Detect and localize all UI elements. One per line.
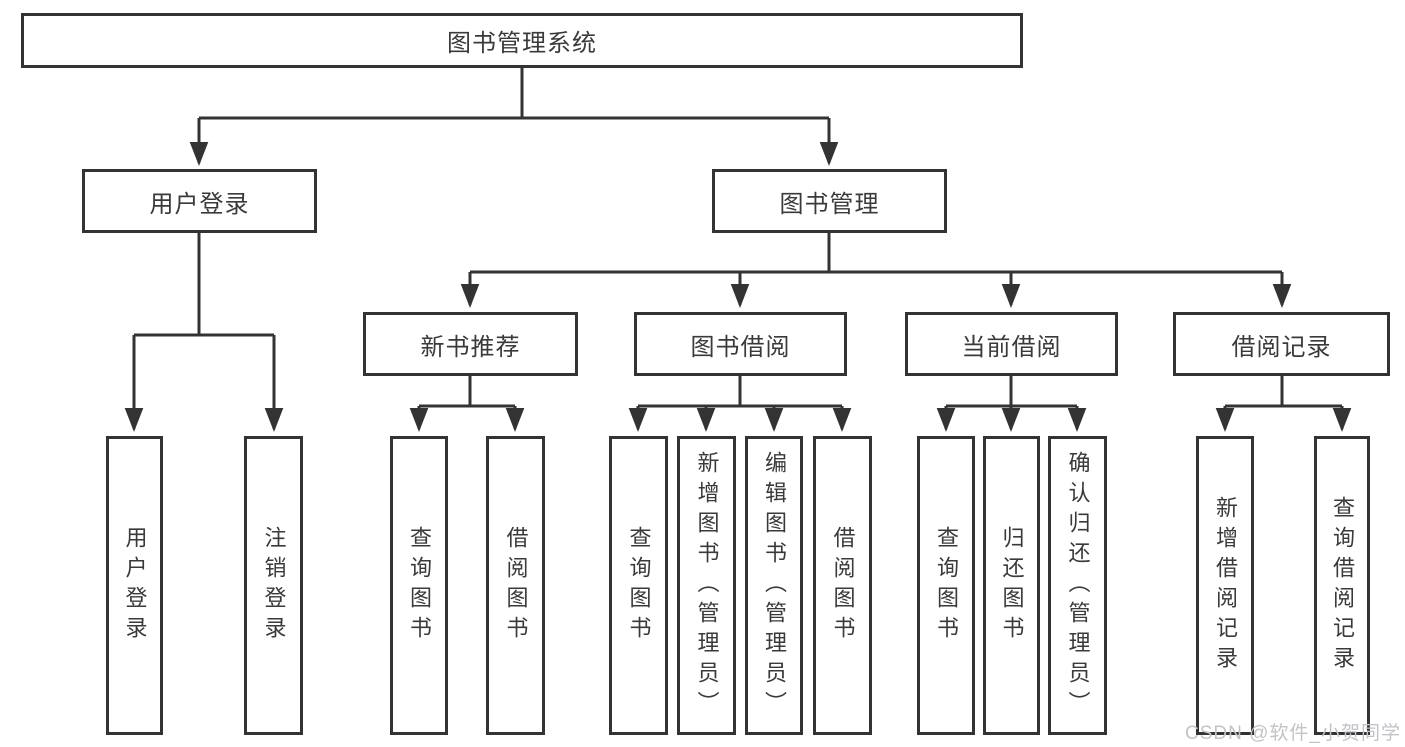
node-new-book-recommend-label: 新书推荐 bbox=[420, 333, 521, 361]
leaf-search-book-2-label: 查询图书 bbox=[626, 525, 652, 646]
node-borrowing-records-label: 借阅记录 bbox=[1231, 333, 1332, 361]
leaf-add-borrow-record: 新增借阅记录 bbox=[1196, 436, 1254, 735]
node-borrowing-records: 借阅记录 bbox=[1173, 312, 1390, 376]
leaf-user-login: 用户登录 bbox=[106, 436, 163, 735]
leaf-borrow-book-1: 借阅图书 bbox=[486, 436, 545, 735]
leaf-user-login-label: 用户登录 bbox=[122, 525, 148, 646]
node-book-borrowing-label: 图书借阅 bbox=[690, 333, 791, 361]
node-book-management: 图书管理 bbox=[712, 169, 947, 233]
leaf-return-book: 归还图书 bbox=[983, 436, 1040, 735]
leaf-logout-label: 注销登录 bbox=[261, 525, 287, 646]
node-current-borrowing-label: 当前借阅 bbox=[961, 333, 1062, 361]
leaf-search-book-3: 查询图书 bbox=[917, 436, 975, 735]
node-current-borrowing: 当前借阅 bbox=[905, 312, 1118, 376]
leaf-add-borrow-record-label: 新增借阅记录 bbox=[1213, 495, 1238, 676]
leaf-logout: 注销登录 bbox=[244, 436, 303, 735]
node-user-login: 用户登录 bbox=[82, 169, 317, 233]
leaf-search-book-3-label: 查询图书 bbox=[934, 525, 959, 646]
leaf-search-borrow-record-label: 查询借阅记录 bbox=[1330, 495, 1355, 676]
leaf-borrow-book-2: 借阅图书 bbox=[813, 436, 872, 735]
leaf-add-book-admin: 新增图书（管理员） bbox=[677, 436, 736, 735]
leaf-edit-book-admin: 编辑图书（管理员） bbox=[745, 436, 803, 735]
node-new-book-recommend: 新书推荐 bbox=[363, 312, 578, 376]
leaf-borrow-book-1-label: 借阅图书 bbox=[503, 525, 529, 646]
node-book-management-label: 图书管理 bbox=[779, 190, 880, 218]
leaf-search-book-1-label: 查询图书 bbox=[407, 525, 432, 646]
leaf-search-borrow-record: 查询借阅记录 bbox=[1314, 436, 1370, 735]
leaf-borrow-book-2-label: 借阅图书 bbox=[830, 525, 856, 646]
leaf-confirm-return-admin-label: 确认归还（管理员） bbox=[1065, 450, 1091, 721]
node-root-label: 图书管理系统 bbox=[447, 30, 597, 57]
leaf-add-book-admin-label: 新增图书（管理员） bbox=[694, 450, 720, 721]
leaf-confirm-return-admin: 确认归还（管理员） bbox=[1048, 436, 1107, 735]
node-book-borrowing: 图书借阅 bbox=[634, 312, 847, 376]
node-root-system: 图书管理系统 bbox=[21, 13, 1023, 68]
leaf-search-book-1: 查询图书 bbox=[390, 436, 448, 735]
leaf-search-book-2: 查询图书 bbox=[609, 436, 668, 735]
csdn-watermark: CSDN @软件_小贺同学 bbox=[1185, 723, 1401, 744]
leaf-return-book-label: 归还图书 bbox=[999, 525, 1025, 646]
node-user-login-label: 用户登录 bbox=[149, 190, 250, 218]
leaf-edit-book-admin-label: 编辑图书（管理员） bbox=[762, 450, 787, 721]
